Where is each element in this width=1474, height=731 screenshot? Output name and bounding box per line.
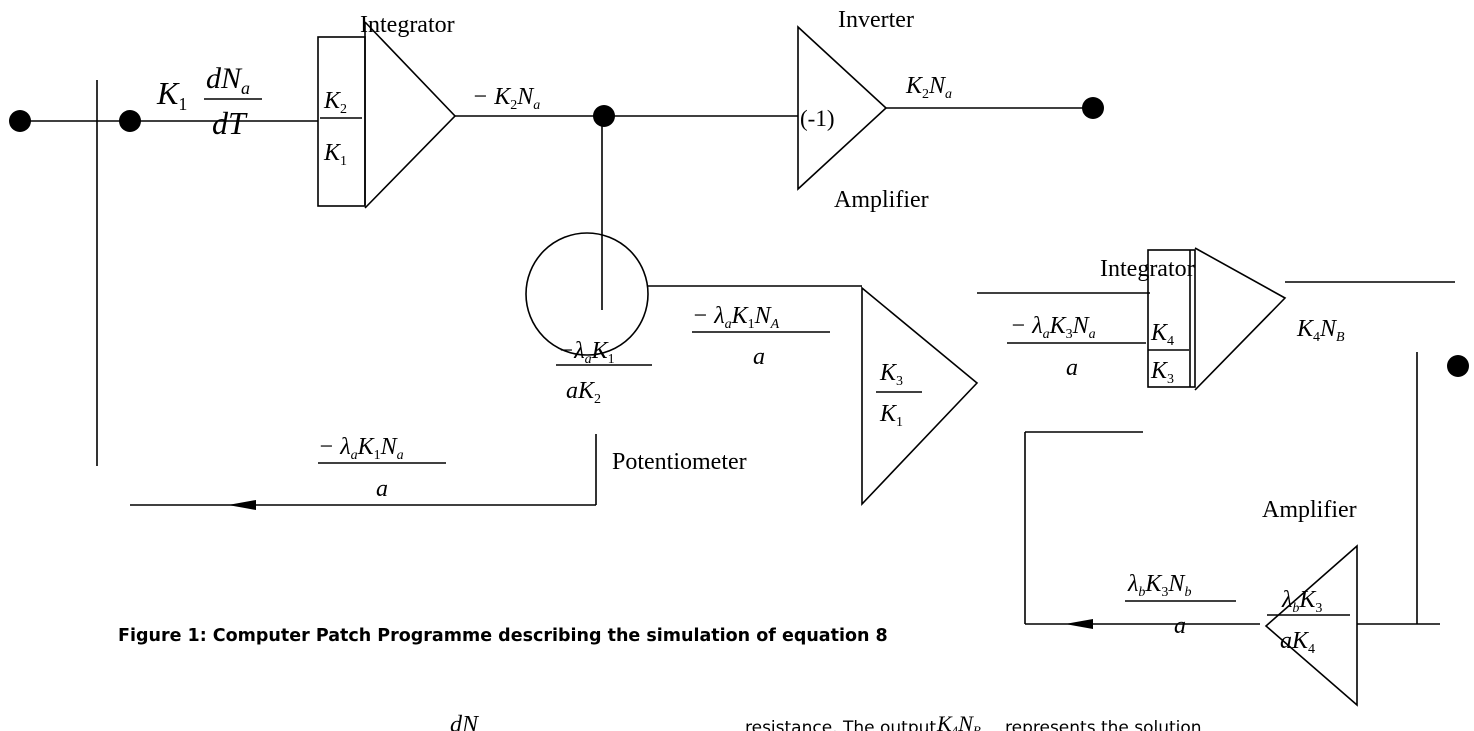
integrator-right-title: Integrator [1100,256,1195,282]
amplifier-mid-num: K3 [879,360,903,389]
signal-feedback-bottom-den: a [1174,613,1186,639]
input-signal-den: dT [212,105,248,141]
body-fragment-symbol: K4NB [936,711,981,731]
figure-caption: Figure 1: Computer Patch Programme descr… [118,626,888,646]
input-signal-coef: K1 [156,75,187,114]
signal-feedback-bottom-num: λbK3Nb [1127,571,1191,600]
node-output-right [1447,355,1469,377]
amplifier-bottom-num: λbK3 [1281,587,1322,616]
signal-k2na: K2Na [905,73,952,102]
integrator-right-gain-den: K3 [1150,358,1174,387]
potentiometer-den: aK2 [566,378,601,407]
amplifier-mid-triangle [861,286,979,507]
integrator-right-gain-num: K4 [1150,320,1174,349]
signal-feedback-left-num: − λaK1Na [318,434,404,463]
body-fragment-left: dN [450,712,479,731]
node-output-top [1082,97,1104,119]
integrator-top-gain-box [317,36,366,207]
integrator-right-triangle [1194,247,1287,391]
signal-k4nb: K4NB [1296,316,1345,345]
inverter-triangle [797,25,888,191]
signal-amp-out-num: − λaK3Na [1010,313,1096,342]
integrator-top-gain-den: K1 [323,140,347,169]
amplifier-bottom-title: Amplifier [1262,497,1357,523]
signal-feedback-left-den: a [376,476,388,502]
body-fragment-tail: represents the solution [1005,718,1202,731]
signal-pot-out-den: a [753,344,765,370]
arrow-feedback [1065,619,1093,629]
potentiometer-num: −λaK1 [558,338,615,367]
signal-pot-out-num: − λaK1NA [692,303,780,332]
amplifier-mid-den: K1 [879,401,903,430]
inverter-gain: (-1) [800,106,834,131]
input-signal-num: dNa [206,62,250,98]
signal-amp-out-den: a [1066,355,1078,381]
inverter-title: Inverter [838,7,914,33]
node-input-terminal [9,110,31,132]
potentiometer-title: Potentiometer [612,449,747,475]
integrator-top-title: Integrator [360,12,455,38]
signal-neg-k2na: − K2Na [472,84,540,113]
inverter-caption: Amplifier [834,187,929,213]
amplifier-bottom-den: aK4 [1280,628,1315,657]
integrator-top-gain-num: K2 [323,88,347,117]
body-fragment-right: resistance. The output [745,718,937,731]
potentiometer-circle [525,232,649,356]
arrow-left [228,500,256,510]
node-input-junction [119,110,141,132]
amplifier-bottom-triangle [1264,544,1358,707]
integrator-right-gain-box [1147,249,1196,388]
integrator-top-triangle [364,21,457,209]
node-branch [593,105,615,127]
